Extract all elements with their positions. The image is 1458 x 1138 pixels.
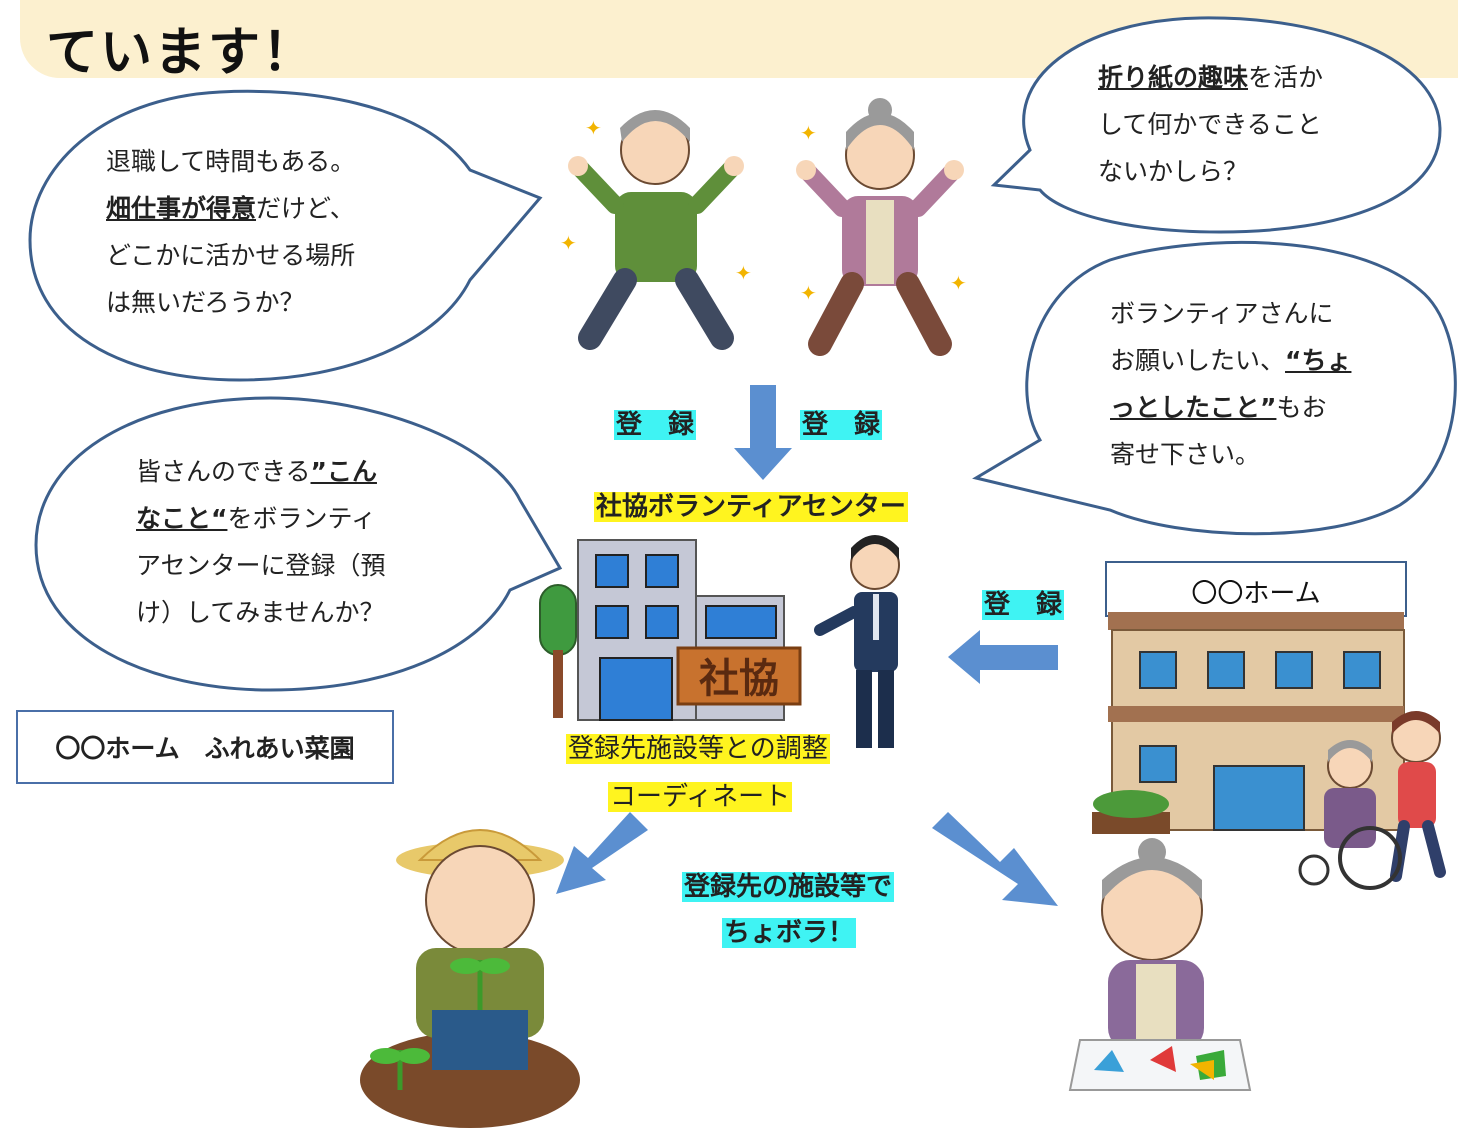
chobora-text: 登録先の施設等で [682,872,895,902]
cheering-elderly-man-icon: ✦ ✦ ✦ [560,110,752,350]
bubble-text-rest: をボランティ [227,504,376,533]
chobora-label-2: ちょボラ！ [722,912,857,949]
bubble-line: 皆さんのできる”こん [136,448,456,495]
bubble-line: 畑仕事が得意だけど、 [106,185,426,232]
center-name-text: 社協ボランティアセンター [594,492,908,522]
arrow-to-farmer-icon [556,812,648,894]
bubble-line: 折り紙の趣味を活か [1098,54,1398,101]
bubble-line: どこかに活かせる場所 [106,241,356,270]
office-building-icon: 社協 [539,539,802,721]
building-sign-text: 社協 [699,656,779,702]
svg-text:✦: ✦ [735,261,752,285]
bubble-emphasis: ”こん [310,457,377,486]
register-label-text: 登 録 [614,410,697,440]
bubble-retired-man-text: 退職して時間もある。 畑仕事が得意だけど、 どこかに活かせる場所 は無いだろうか… [106,138,426,326]
arrow-to-origami-icon [932,812,1058,906]
register-label-text: 登 録 [982,590,1065,620]
register-label-right: 登 録 [800,404,883,441]
coordination-text: コーディネート [608,782,793,812]
bubble-origami-text: 折り紙の趣味を活か して何かできること ないかしら？ [1098,54,1398,195]
speech-bubble-origami [990,16,1442,234]
coordination-text: 登録先施設等との調整 [566,734,830,764]
bubble-text-rest: だけど、 [256,194,355,223]
bubble-line: ないかしら？ [1098,157,1249,186]
bubble-emphasis: 折り紙の趣味 [1098,63,1249,92]
bubble-emphasis: なこと“ [136,504,228,533]
bubble-line: け）してみませんか？ [136,598,385,627]
coordination-label-1: 登録先施設等との調整 [566,728,830,765]
care-home-icon: 〇〇ホーム [1092,561,1407,834]
svg-text:✦: ✦ [560,231,577,255]
bubble-line: ボランティアさんに [1110,299,1334,328]
bubble-text-rest: を活か [1248,63,1324,92]
garden-box-label: 〇〇ホーム ふれあい菜園 [16,710,394,784]
cheering-elderly-woman-icon: ✦ ✦ ✦ [796,98,967,356]
bubble-emphasis: っとしたこと” [1110,393,1277,422]
staff-man-icon [814,535,900,748]
bubble-register-invite-text: 皆さんのできる”こん なこと“をボランティ アセンターに登録（預 け）してみませ… [136,448,456,636]
bubble-volunteer-request-text: ボランティアさんに お願いしたい、“ちょ っとしたこと”もお 寄せ下さい。 [1110,290,1430,478]
chobora-label-1: 登録先の施設等で [682,866,895,903]
page-title: ています！ [46,23,317,83]
svg-text:✦: ✦ [950,271,967,295]
bubble-line: は無いだろうか？ [106,288,305,317]
register-label-left: 登 録 [614,404,697,441]
register-label-home: 登 録 [982,584,1065,621]
bubble-line: して何かできること [1098,110,1322,139]
bubble-line: アセンターに登録（預 [136,551,386,580]
svg-text:✦: ✦ [800,121,817,145]
left-arrow-icon [948,630,1058,684]
down-arrow-icon [734,385,792,480]
svg-text:✦: ✦ [800,281,817,305]
bubble-text-pre: 皆さんのできる [136,457,311,486]
bubble-line: 退職して時間もある。 [106,147,356,176]
home-sign-text: 〇〇ホーム [1191,579,1320,609]
center-name-label: 社協ボランティアセンター [594,486,908,523]
bubble-line: お願いしたい、“ちょ [1110,337,1430,384]
coordination-label-2: コーディネート [608,776,793,813]
wheelchair-care-icon [1298,711,1446,890]
speech-bubble-retired-man [28,89,543,382]
origami-woman-icon [1068,838,1252,1091]
bubble-emphasis: “ちょ [1285,346,1352,375]
bubble-emphasis: 畑仕事が得意 [106,194,257,223]
register-label-text: 登 録 [800,410,883,440]
svg-text:✦: ✦ [585,116,602,140]
bubble-text-rest: もお [1276,393,1327,422]
bubble-line: なこと“をボランティ [136,495,456,542]
bubble-text-pre: お願いしたい、 [1110,346,1286,375]
farmer-planting-icon [360,829,580,1128]
speech-bubble-register-invite [34,396,563,692]
bubble-line: 寄せ下さい。 [1110,440,1261,469]
chobora-text: ちょボラ！ [722,918,857,948]
speech-bubble-volunteer-request [972,240,1457,536]
bubble-line: っとしたこと”もお [1110,384,1430,431]
